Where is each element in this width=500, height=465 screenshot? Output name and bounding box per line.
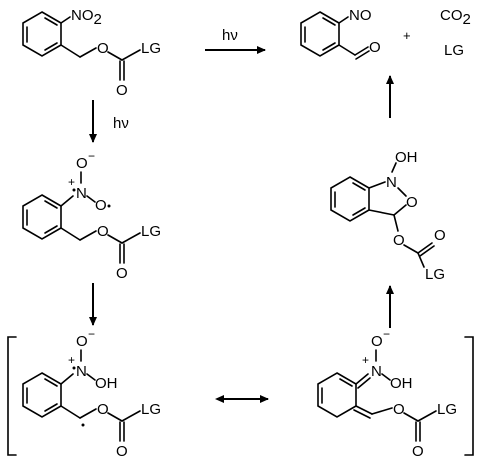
resonance-arrow: [215, 395, 269, 403]
plus-sign: +: [403, 28, 411, 43]
leaving-group-label-4: LG: [437, 401, 457, 418]
radical-oxygen-label: O: [95, 197, 107, 214]
nitro-group-label: NO2: [71, 7, 102, 28]
nitrogen-label-2: N: [76, 363, 87, 380]
carbonyl-oxygen-label-4: O: [412, 443, 424, 460]
carbon-dioxide-label: CO2: [440, 7, 471, 28]
ring-nitrogen-label: N: [386, 174, 397, 191]
molecule-aci-nitro-quinoid: + N O − OH O LG O: [317, 327, 457, 460]
nitro-plus-charge-3: +: [362, 353, 369, 367]
oxide-oxygen-label: O: [76, 155, 88, 172]
carbonyl-oxygen-label-5: O: [434, 227, 446, 244]
oxide-oxygen-label-3: O: [371, 333, 383, 350]
nitrogen-label: N: [76, 185, 87, 202]
ester-oxygen-label-2: O: [97, 223, 109, 240]
acetal-oxygen-label: O: [393, 232, 405, 249]
n-hydroxyl-label: OH: [395, 149, 418, 166]
carbonyl-oxygen-label-3: O: [116, 443, 128, 460]
ring-oxygen-label: O: [406, 194, 418, 211]
leaving-group-label-5: LG: [425, 266, 445, 283]
hydroxyl-label: OH: [95, 375, 118, 392]
molecule-aci-nitro-radical: + N O − OH O LG O: [22, 327, 161, 460]
arrow-photolysis-right: hν: [205, 27, 266, 54]
aldehyde-oxygen-label: O: [369, 39, 381, 56]
oxide-minus-charge: −: [88, 149, 95, 163]
oxide-minus-charge-3: −: [383, 327, 390, 341]
nitro-plus-charge: +: [68, 175, 75, 189]
nitrogen-label-3: N: [371, 363, 382, 380]
resonance-bracket-left: [7, 336, 17, 456]
molecule-nitrosobenzaldehyde: NO O: [300, 7, 381, 60]
resonance-bracket-right: [464, 336, 474, 456]
arrow-photolysis-down: hν: [89, 100, 129, 143]
leaving-group-label-3: LG: [141, 401, 161, 418]
molecule-cyclic-intermediate: N OH O O O LG: [330, 149, 446, 283]
leaving-group-label-2: LG: [141, 223, 161, 240]
hydroxyl-label-2: OH: [390, 375, 413, 392]
nitro-plus-charge-2: +: [68, 353, 75, 367]
leaving-group-label: LG: [141, 40, 161, 57]
oxide-oxygen-label-2: O: [76, 333, 88, 350]
carbonyl-oxygen-label: O: [116, 82, 128, 99]
molecule-excited-nitro: + N O − O O LG O: [22, 149, 161, 282]
oxide-minus-charge-2: −: [88, 327, 95, 341]
ester-oxygen-label-4: O: [393, 401, 405, 418]
ester-oxygen-label-3: O: [97, 401, 109, 418]
hv-label-top: hν: [222, 27, 238, 44]
nitroso-group-label: NO: [349, 7, 372, 24]
ester-oxygen-label: O: [97, 40, 109, 57]
carbonyl-oxygen-label-2: O: [116, 265, 128, 282]
leaving-group-product-label: LG: [444, 42, 464, 59]
molecule-nitrobenzyl-ester: NO2 O LG O: [22, 7, 161, 99]
hv-label-left: hν: [113, 115, 129, 132]
